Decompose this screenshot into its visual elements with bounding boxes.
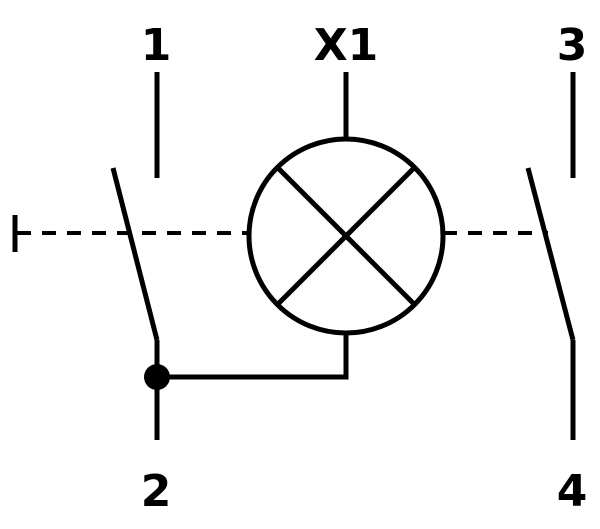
lamp-return-wire <box>157 333 349 380</box>
lamp-x1-label: X1 <box>314 20 379 71</box>
lamp-cross-b <box>275 165 417 307</box>
left-switch-blade <box>110 167 160 341</box>
mechanical-linkage <box>12 215 548 252</box>
terminal-2-label: 2 <box>141 466 172 517</box>
terminal-1-label: 1 <box>141 20 172 71</box>
terminal-4-label: 4 <box>557 466 588 517</box>
terminal-3-label: 3 <box>557 20 588 71</box>
right-switch <box>525 72 576 440</box>
right-switch-blade <box>525 167 576 341</box>
lamp-icon <box>157 72 446 380</box>
